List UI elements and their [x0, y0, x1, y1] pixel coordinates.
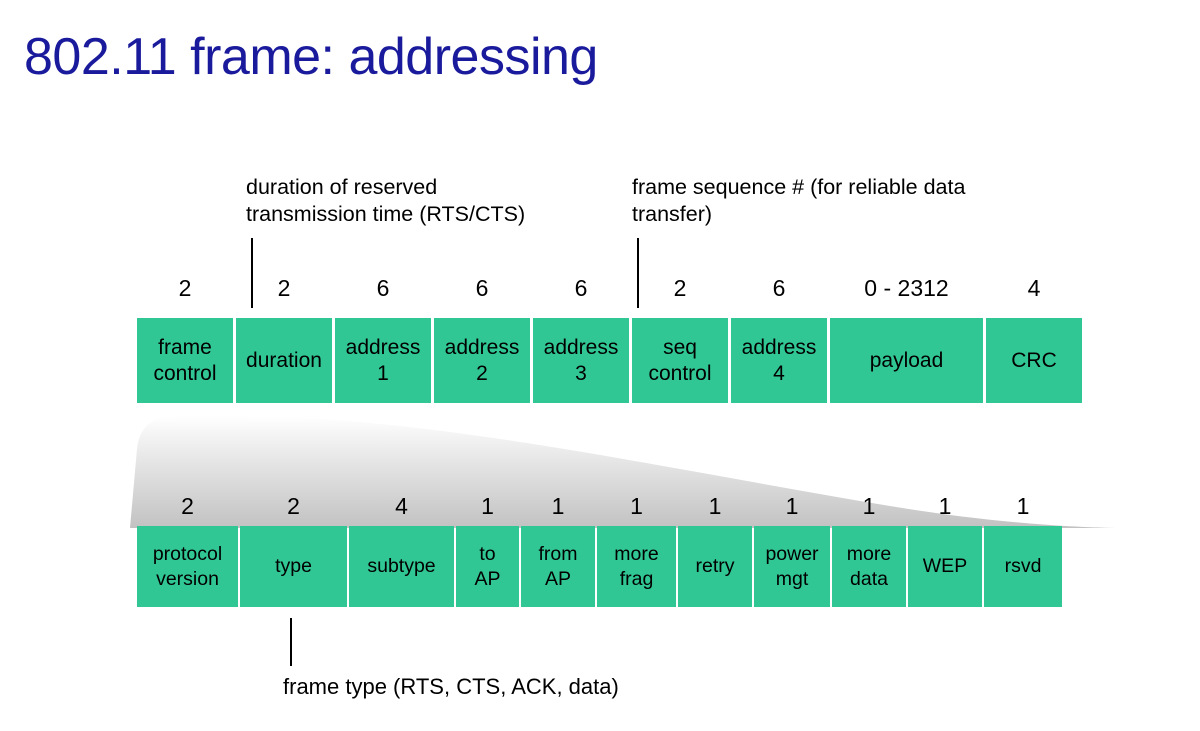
- frame-field: payload: [830, 318, 983, 403]
- frame-field: address 2: [434, 318, 530, 403]
- frame-field: subtype: [349, 526, 454, 607]
- field-size-label: 6: [475, 275, 489, 301]
- frame-field: address 1: [335, 318, 431, 403]
- field-size-label: 0 - 2312: [864, 275, 949, 301]
- frame-field: power mgt: [754, 526, 830, 607]
- field-size-label: 2: [178, 275, 192, 301]
- frame-control-size-row: 2 2 4 1 1 1 1 1 1 1 1: [137, 491, 1064, 521]
- frame-header-size-row: 2 2 6 6 6 2 6 0 - 2312 4: [137, 273, 1085, 303]
- field-size-label: 1: [862, 493, 876, 519]
- frame-field: to AP: [456, 526, 519, 607]
- field-size-label: 1: [785, 493, 799, 519]
- frame-field: from AP: [521, 526, 595, 607]
- frame-field: frame control: [137, 318, 233, 403]
- field-size-label: 1: [708, 493, 722, 519]
- frame-field: protocol version: [137, 526, 238, 607]
- field-size-label: 1: [1016, 493, 1030, 519]
- annotation-frame-type: frame type (RTS, CTS, ACK, data): [283, 674, 619, 699]
- page-title: 802.11 frame: addressing: [24, 28, 598, 86]
- frame-field: more data: [832, 526, 906, 607]
- field-size-label: 6: [574, 275, 588, 301]
- field-size-label: 4: [395, 493, 408, 519]
- expansion-funnel-graphic: [130, 416, 1115, 528]
- frame-field: duration: [236, 318, 332, 403]
- annotation-sequence: frame sequence # (for reliable data tran…: [632, 175, 966, 226]
- field-size-label: 6: [772, 275, 786, 301]
- frame-field: address 4: [731, 318, 827, 403]
- frame-field: seq control: [632, 318, 728, 403]
- leader-line-sequence: [637, 238, 639, 308]
- leader-line-frame-type: [290, 618, 292, 666]
- frame-field: retry: [678, 526, 752, 607]
- field-size-label: 6: [376, 275, 390, 301]
- frame-field: type: [240, 526, 347, 607]
- field-size-label: 2: [181, 493, 194, 519]
- field-size-label: 2: [673, 275, 687, 301]
- frame-field: WEP: [908, 526, 982, 607]
- field-size-label: 4: [1027, 275, 1041, 301]
- field-size-label: 1: [630, 493, 643, 519]
- field-size-label: 2: [277, 275, 291, 301]
- field-size-label: 1: [551, 493, 565, 519]
- frame-field: CRC: [986, 318, 1082, 403]
- field-size-label: 1: [481, 493, 494, 519]
- frame-field: rsvd: [984, 526, 1062, 607]
- annotation-duration: duration of reserved transmission time (…: [246, 175, 526, 226]
- leader-line-duration: [251, 238, 253, 308]
- field-size-label: 2: [287, 493, 300, 519]
- frame-field: address 3: [533, 318, 629, 403]
- field-size-label: 1: [938, 493, 952, 519]
- frame-field: more frag: [597, 526, 676, 607]
